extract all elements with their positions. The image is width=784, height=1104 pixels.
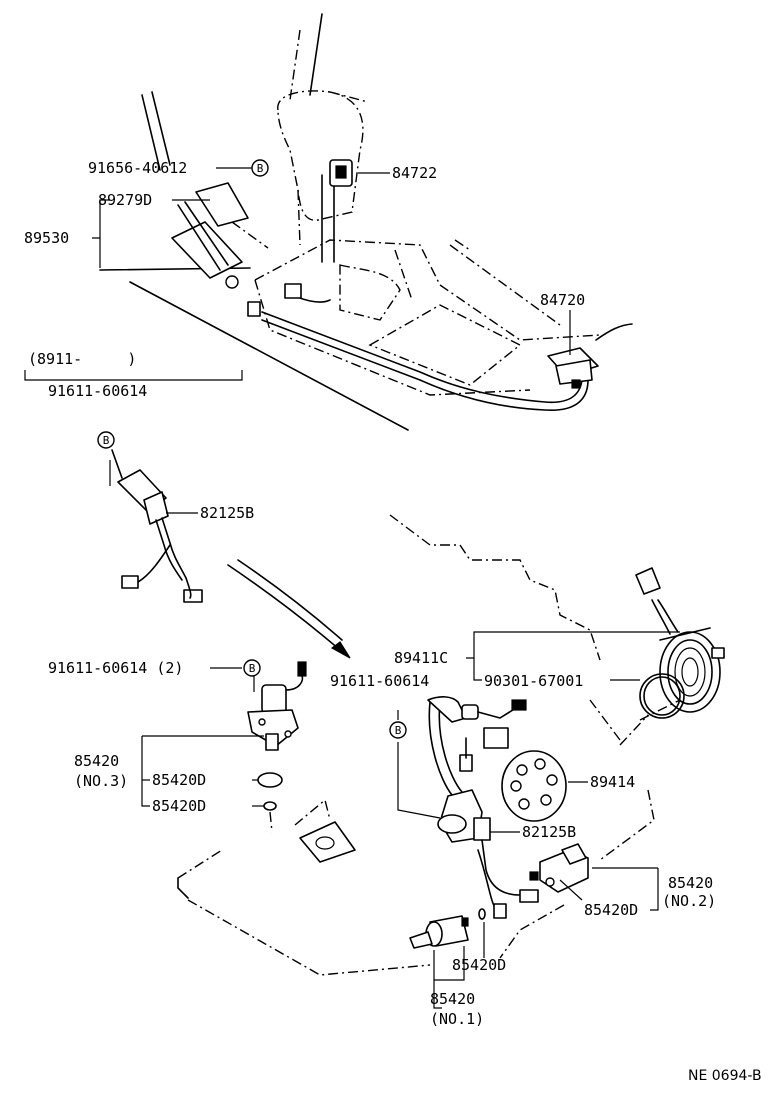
label-84720: 84720 [540, 291, 585, 309]
sensor-lower-illustration [427, 696, 539, 919]
label-85420D-no3-a: 85420D [152, 771, 206, 789]
label-85420-no1: 85420 [430, 990, 475, 1008]
label-82125B-upper: 82125B [200, 504, 254, 522]
label-89279D: 89279D [98, 191, 152, 209]
floor-line-b [187, 899, 431, 976]
leader-lines [92, 167, 680, 1009]
switch-84720 [547, 347, 599, 389]
vsv-no2-illustration [529, 843, 589, 893]
flow-arrow [227, 564, 341, 651]
bolt-mark-left: B [243, 659, 261, 677]
label-bolt-91656-40612: 91656-40612 [88, 159, 187, 177]
label-bolt-91611-60614-period: 91611-60614 [48, 382, 147, 400]
mount-plate [299, 821, 356, 863]
svg-text:B: B [249, 662, 256, 675]
diagram-reference: NE 0694-B [688, 1068, 762, 1084]
connector-upper [284, 283, 302, 299]
shift-console-illustration [99, 13, 633, 431]
svg-text:B: B [103, 434, 110, 447]
floor-line-c [499, 904, 565, 959]
label-no2: (NO.2) [662, 892, 716, 910]
label-89411C: 89411C [394, 649, 448, 667]
vsv-no1-illustration [409, 908, 486, 949]
sensor-upper-illustration [111, 449, 203, 603]
bolt-mark-period: B [97, 431, 115, 449]
label-85420D-no1: 85420D [452, 956, 506, 974]
vsv-no3-illustration [247, 661, 356, 863]
engine-outline [389, 514, 601, 661]
label-bolt-91611-60614-mid: 91611-60614 [330, 672, 429, 690]
gasket-85420D-b [263, 801, 277, 811]
label-85420D-no3-b: 85420D [152, 797, 206, 815]
label-90301-67001: 90301-67001 [484, 672, 583, 690]
label-89414: 89414 [590, 773, 635, 791]
cover-89279D [195, 182, 249, 227]
floor-line-a [177, 849, 223, 879]
label-no1: (NO.1) [430, 1010, 484, 1028]
label-84722: 84722 [392, 164, 437, 182]
oring-90301-67001 [639, 673, 685, 719]
svg-text:B: B [395, 724, 402, 737]
connector-upper-left [247, 301, 261, 317]
label-85420D-no2: 85420D [584, 901, 638, 919]
computer-89411C [635, 567, 725, 713]
label-no3: (NO.3) [74, 772, 128, 790]
bolt-mark-upper: B [251, 159, 269, 177]
cap-89414 [501, 750, 567, 822]
knob-switch-84722 [329, 159, 353, 187]
bolt-mark-mid: B [389, 721, 407, 739]
gasket-85420D-a [257, 772, 283, 788]
label-period: (8911- ) [28, 350, 136, 368]
label-89530: 89530 [24, 229, 69, 247]
period-bracket [24, 370, 243, 381]
svg-text:B: B [257, 162, 264, 175]
label-bolt-91611-60614-2: 91611-60614 (2) [48, 659, 183, 677]
label-85420-no3: 85420 [74, 752, 119, 770]
label-85420-no2: 85420 [668, 874, 713, 892]
label-82125B-lower: 82125B [522, 823, 576, 841]
